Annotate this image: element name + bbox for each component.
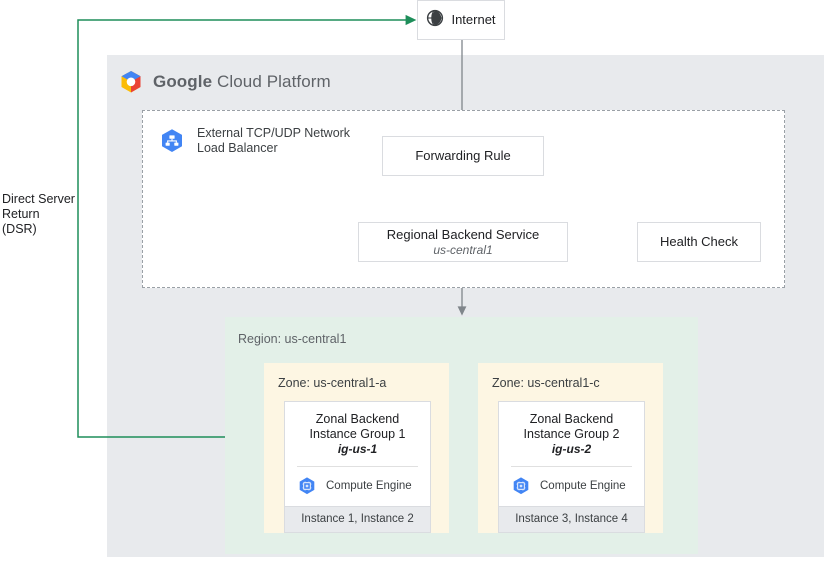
internet-label: Internet — [451, 12, 496, 27]
forwarding-rule-label: Forwarding Rule — [415, 148, 511, 163]
backend-service-sublabel: us-central1 — [433, 242, 493, 257]
instance-group-2-compute-engine-row: Compute Engine — [499, 467, 644, 506]
instance-group-2-title-line2: Instance Group 2 — [523, 427, 620, 441]
instance-group-1-title-line2: Instance Group 1 — [309, 427, 406, 441]
health-check-node: Health Check — [637, 222, 761, 262]
instance-group-1-instances: Instance 1, Instance 2 — [285, 506, 430, 532]
instance-group-2-compute-engine-label: Compute Engine — [540, 480, 626, 492]
instance-group-2-name: ig-us-2 — [551, 442, 592, 456]
instance-group-1-title-line1: Zonal Backend — [315, 412, 400, 426]
load-balancer-label-line2: Load Balancer — [197, 141, 278, 155]
backend-service-label: Regional Backend Service — [386, 226, 540, 242]
gcp-brand: Google Cloud Platform — [118, 69, 331, 95]
gcp-wordmark: Google Cloud Platform — [153, 72, 331, 92]
instance-group-1-compute-engine-label: Compute Engine — [326, 480, 412, 492]
region-label: Region: us-central1 — [238, 332, 347, 346]
zone-box-us-central1-a: Zone: us-central1-a Zonal Backend Instan… — [264, 363, 449, 533]
instance-group-1-compute-engine-row: Compute Engine — [285, 467, 430, 506]
load-balancer-label-line1: External TCP/UDP Network — [197, 126, 351, 140]
network-load-balancer-icon — [158, 127, 186, 155]
gcp-wordmark-cloud-platform: Cloud Platform — [212, 72, 331, 91]
zone-box-us-central1-c: Zone: us-central1-c Zonal Backend Instan… — [478, 363, 663, 533]
dsr-label: Direct Server Return (DSR) — [2, 192, 75, 236]
load-balancer-label: External TCP/UDP Network Load Balancer — [197, 126, 350, 156]
instance-group-2-title-line1: Zonal Backend — [529, 412, 614, 426]
instance-group-2-header: Zonal Backend Instance Group 2 ig-us-2 — [499, 402, 644, 466]
gcp-wordmark-google: Google — [153, 72, 213, 91]
zone-label-us-central1-c: Zone: us-central1-c — [492, 376, 600, 390]
instance-group-1-name: ig-us-1 — [337, 442, 378, 456]
compute-engine-icon — [511, 476, 531, 496]
instance-group-card-2: Zonal Backend Instance Group 2 ig-us-2 C… — [498, 401, 645, 533]
gcp-hexagon-logo-icon — [118, 69, 144, 95]
zone-label-us-central1-a: Zone: us-central1-a — [278, 376, 387, 390]
backend-service-node: Regional Backend Service us-central1 — [358, 222, 568, 262]
instance-group-1-header: Zonal Backend Instance Group 1 ig-us-1 — [285, 402, 430, 466]
instance-group-2-divider — [511, 466, 632, 467]
instance-group-2-instances: Instance 3, Instance 4 — [499, 506, 644, 532]
instance-group-card-1: Zonal Backend Instance Group 1 ig-us-1 C… — [284, 401, 431, 533]
health-check-label: Health Check — [659, 234, 739, 249]
compute-engine-icon — [297, 476, 317, 496]
load-balancer-badge: External TCP/UDP Network Load Balancer — [158, 126, 358, 156]
instance-group-1-divider — [297, 466, 418, 467]
internet-node: Internet — [417, 0, 505, 40]
globe-icon — [426, 9, 444, 32]
forwarding-rule-node: Forwarding Rule — [382, 136, 544, 176]
